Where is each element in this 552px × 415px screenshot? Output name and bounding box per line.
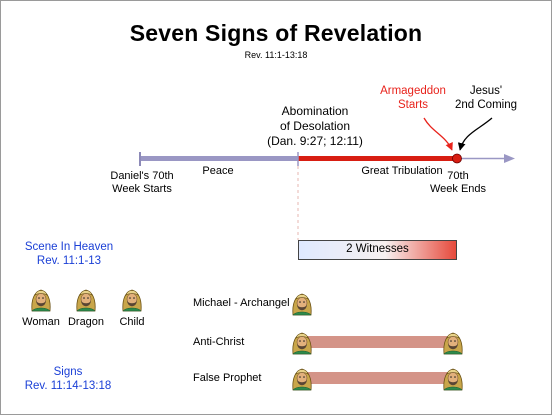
week-end-label: 70th Week Ends <box>429 170 487 195</box>
second-coming-label: Jesus' 2nd Coming <box>454 85 518 111</box>
peace-label: Peace <box>202 165 234 177</box>
antichrist-start-figure-icon <box>290 329 314 355</box>
row-label-antichrist: Anti-Christ <box>193 336 245 348</box>
child-figure-icon <box>120 286 144 312</box>
false-prophet-start-figure-icon <box>290 365 314 391</box>
week-start-label: Daniel's 70th Week Starts <box>110 170 174 195</box>
timeline-arrow-head <box>504 154 515 163</box>
armageddon-arrow <box>423 117 453 151</box>
abomination-label: Abomination of Desolation (Dan. 9:27; 12… <box>267 104 363 148</box>
figure-label-woman: Woman <box>22 316 60 328</box>
scene-in-heaven-heading: Scene In Heaven Rev. 11:1-13 <box>24 241 114 267</box>
diagram-title: Seven Signs of Revelation <box>129 20 423 46</box>
row-label-false-prophet: False Prophet <box>193 372 262 384</box>
timeline-peace-segment <box>140 156 298 161</box>
row-label-michael: Michael - Archangel <box>193 297 290 309</box>
figure-label-dragon: Dragon <box>67 316 105 328</box>
michael-figure-icon <box>290 290 314 316</box>
two-witnesses-label: 2 Witnesses <box>346 243 409 255</box>
two-witnesses-bar: 2 Witnesses <box>298 240 457 260</box>
tribulation-label: Great Tribulation <box>361 165 443 177</box>
false-prophet-duration-bar <box>298 372 454 384</box>
woman-figure-icon <box>29 286 53 312</box>
false-prophet-end-figure-icon <box>441 365 465 391</box>
figure-label-child: Child <box>119 316 145 328</box>
timeline-end-dot <box>452 153 462 164</box>
antichrist-end-figure-icon <box>441 329 465 355</box>
timeline-tribulation-segment <box>298 156 456 161</box>
second-coming-arrow <box>457 117 493 151</box>
diagram-subtitle: Rev. 11:1-13:18 <box>244 50 308 60</box>
signs-heading: Signs Rev. 11:14-13:18 <box>24 366 112 392</box>
antichrist-duration-bar <box>298 336 454 348</box>
armageddon-label: Armageddon Starts <box>380 85 446 111</box>
dragon-figure-icon <box>74 286 98 312</box>
